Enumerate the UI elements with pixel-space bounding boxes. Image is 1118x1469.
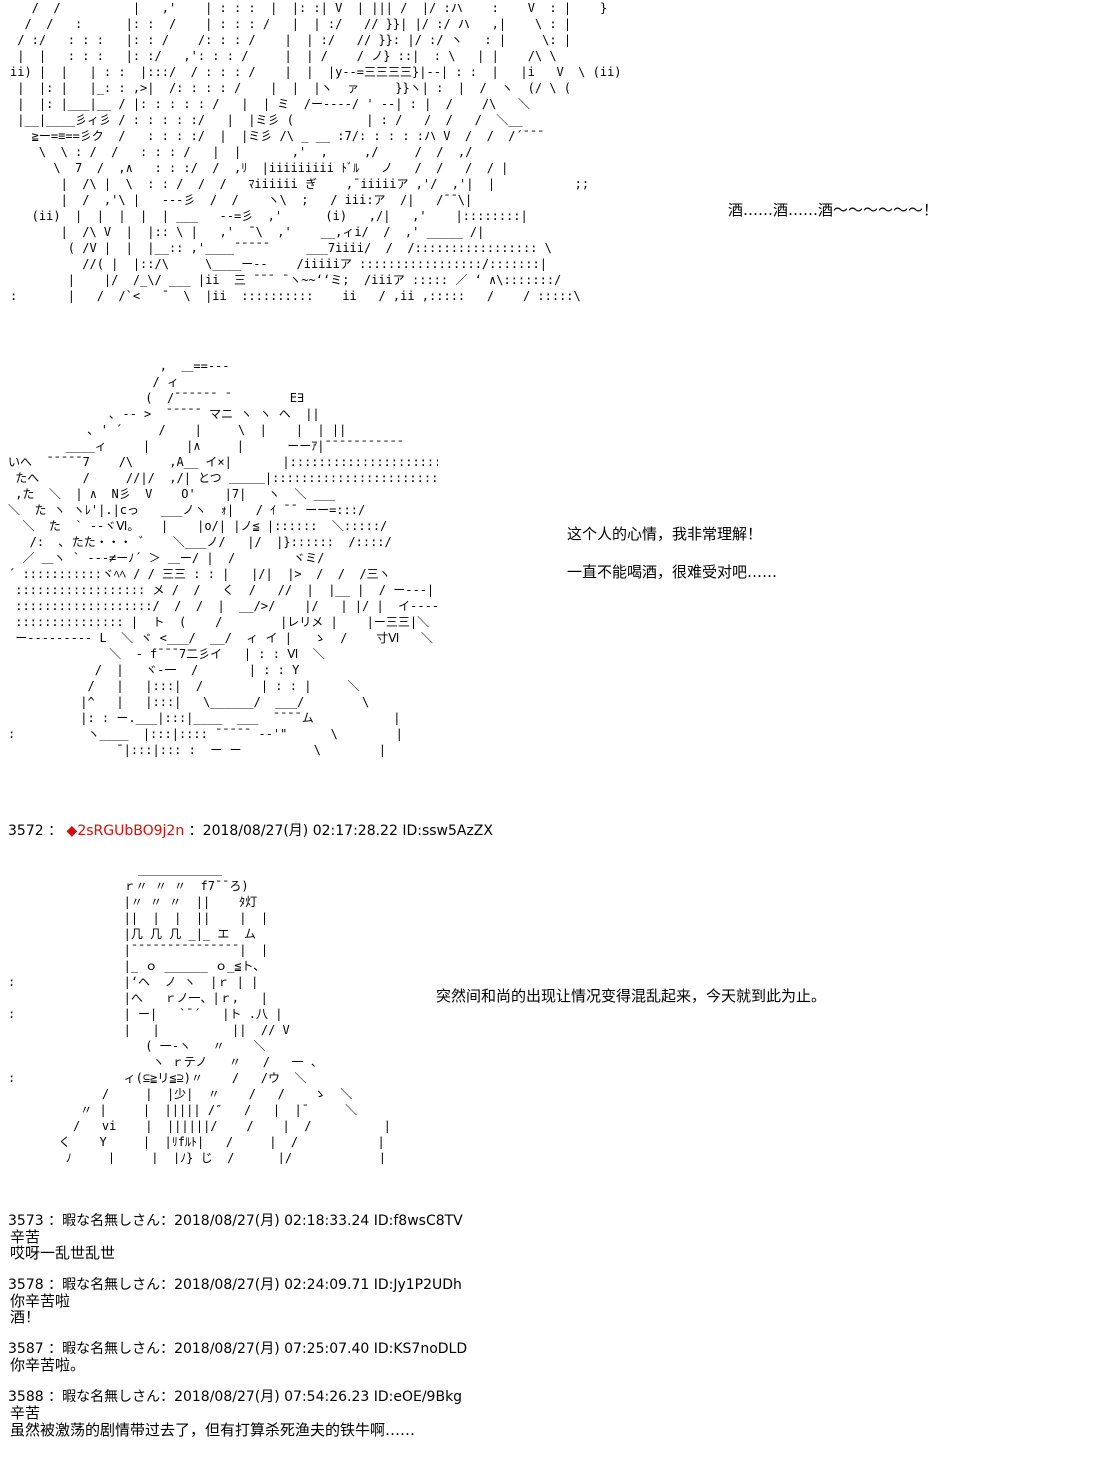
ascii-art-character-hat: , ＿==--- / ィ ( /¯¯¯¯¯¯ ̄ E∃ ､ -- > ¯¯¯¯¯… — [8, 359, 438, 757]
reply-3587-header: 3587 ：暇な名無しさん：2018/08/27(月) 07:25:07.40 … — [8, 1341, 468, 1357]
post-number: 3572 — [8, 823, 44, 839]
reply-3578-line-1: 你辛苦啦 — [10, 1292, 71, 1310]
ascii-art-monk: ＿＿＿＿＿＿＿ ｒ〃 〃 〃 f7¯¯ろ) |〃 〃 〃 || ﾀ灯 || | … — [8, 863, 391, 1164]
dialogue-line-4: 突然间和尚的出现让情况变得混乱起来，今天就到此为止。 — [436, 987, 827, 1005]
dialogue-line-2: 这个人的心情，我非常理解！ — [567, 525, 763, 543]
dialogue-line-3: 一直不能喝酒，很难受对吧…… — [567, 563, 778, 581]
reply-3587-line-1: 你辛苦啦。 — [10, 1356, 86, 1374]
reply-3573-header: 3573 ：暇な名無しさん：2018/08/27(月) 02:18:33.24 … — [8, 1213, 463, 1229]
reply-3588-line-2: 虽然被激荡的剧情带过去了，但有打算杀死渔夫的铁牛啊…… — [10, 1421, 416, 1439]
reply-3588-header: 3588 ：暇な名無しさん：2018/08/27(月) 07:54:26.23 … — [8, 1389, 463, 1405]
ascii-art-drunk-man: / / | ,' | : : : | |: :| V | ||| / |/ :ハ… — [10, 1, 630, 303]
reply-3573-line-1: 辛苦 — [10, 1228, 41, 1246]
reply-3578-header: 3578 ：暇な名無しさん：2018/08/27(月) 02:24:09.71 … — [8, 1277, 462, 1293]
reply-3573-line-2: 哎呀一乱世乱世 — [10, 1244, 116, 1262]
dialogue-line-1: 酒……酒……酒～～～～～～！ — [728, 201, 939, 219]
reply-3578-line-2: 酒！ — [10, 1308, 41, 1326]
post-meta: ：2018/08/27(月) 02:17:28.22 ID:ssw5AzZX — [188, 823, 493, 839]
trip-diamond-icon: ◆ — [66, 823, 78, 839]
trip-code-link[interactable]: 2sRGUbBO9j2n — [77, 823, 185, 839]
post-separator: ： — [48, 823, 63, 839]
reply-3588-line-1: 辛苦 — [10, 1404, 41, 1422]
post-header-3572: 3572 ： ◆2sRGUbBO9j2n ：2018/08/27(月) 02:1… — [8, 820, 493, 840]
